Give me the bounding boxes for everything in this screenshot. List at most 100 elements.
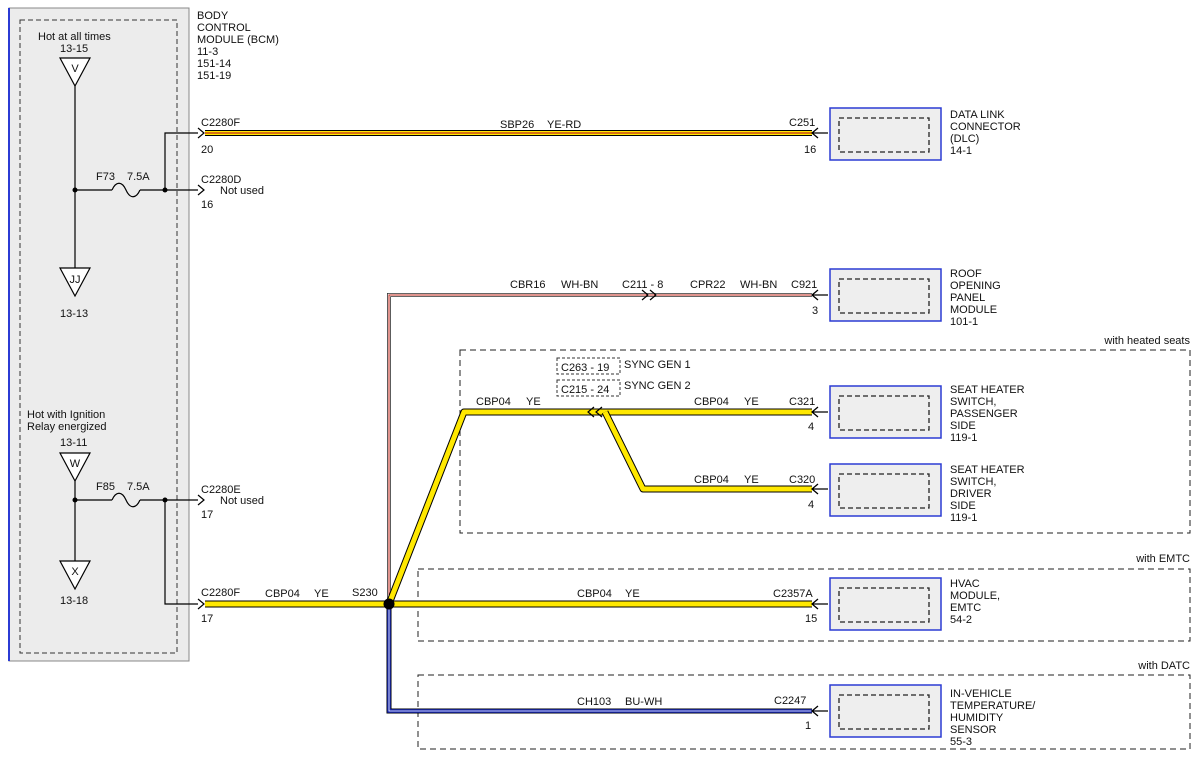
module-dlc-name-1: DATA LINK (950, 109, 1005, 121)
module-hvac-connector: C2357A (773, 588, 813, 600)
wire-cbp04-pass-circuit: CBP04 (694, 396, 729, 408)
wire-cbp04-drv-color: YE (744, 474, 759, 486)
module-roof-ref: 101-1 (950, 316, 978, 328)
module-seat-pass-connector: C321 (789, 396, 815, 408)
module-sensor-name-4: SENSOR (950, 724, 997, 736)
module-dlc-connector: C251 (789, 117, 815, 129)
fuse-f73-rating: 7.5A (127, 171, 150, 183)
fuse-f85-id: F85 (96, 481, 115, 493)
module-hvac-ref: 54-2 (950, 614, 972, 626)
splice-s230 (383, 598, 395, 610)
bcm-ref-3: 151-19 (197, 70, 231, 82)
source-v-triangle (58, 57, 92, 88)
module-roof-pin: 3 (812, 305, 818, 317)
module-seat-pass-ref: 119-1 (950, 432, 977, 444)
bcm-body (8, 7, 190, 662)
sync-gen1-label: SYNC GEN 1 (624, 359, 691, 371)
wire-cbp04-hvac-color: YE (625, 588, 640, 600)
module-seat-drv-ref: 119-1 (950, 512, 977, 524)
arrow-c2280f-20 (197, 127, 205, 139)
module-seat-heater-driver (810, 463, 942, 517)
module-sensor-pin: 1 (805, 720, 811, 732)
bcm-title-1: BODY (197, 10, 229, 22)
wire-f73-up (164, 132, 198, 190)
wire-ch103-circuit: CH103 (577, 696, 611, 708)
wire-cbp04-seat-color: YE (526, 396, 541, 408)
arrow-c2280f-17 (197, 598, 205, 610)
module-roof-name-2: OPENING (950, 280, 1001, 292)
source-x-ref: 13-18 (60, 595, 88, 607)
module-sensor-connector: C2247 (774, 695, 806, 707)
inline-connector-c211: C211 - 8 (622, 279, 663, 291)
module-dlc (810, 107, 942, 161)
option-label-heated-seats: with heated seats (1103, 335, 1190, 347)
module-seat-pass-name-4: SIDE (950, 420, 976, 432)
pin-c2280f-17-pin: 17 (201, 613, 213, 625)
sync-gen2-id: C215 - 24 (561, 384, 609, 396)
bcm-ref-1: 11-3 (197, 46, 218, 58)
bcm-inner-dashed (19, 19, 178, 654)
sync-gen2-box (556, 379, 621, 397)
module-seat-drv-connector: C320 (789, 474, 815, 486)
fuse-f85-rating: 7.5A (127, 481, 150, 493)
module-sensor-ref: 55-3 (950, 736, 972, 748)
module-hvac-name-3: EMTC (950, 602, 981, 614)
module-seat-drv-name-4: SIDE (950, 500, 976, 512)
bcm-module (8, 7, 190, 662)
wire-sbp26-color: YE-RD (547, 119, 581, 131)
source-x-triangle (58, 560, 92, 591)
wire-cbp04-bcm-circuit: CBP04 (265, 588, 300, 600)
pin-c2280e-pin: 17 (201, 509, 213, 521)
option-label-datc: with DATC (1137, 660, 1190, 672)
wire-ch103-color: BU-WH (625, 696, 662, 708)
source-jj-triangle (58, 267, 92, 298)
module-seat-drv-pin: 4 (808, 499, 814, 511)
pin-c2280e-note: Not used (220, 495, 264, 507)
module-seat-pass-pin: 4 (808, 421, 814, 433)
pin-c2280d-note: Not used (220, 185, 264, 197)
bcm-title-3: MODULE (BCM) (197, 34, 279, 46)
source-v-ref: 13-15 (60, 43, 88, 55)
module-seat-pass-name-3: PASSENGER (950, 408, 1018, 420)
pin-c2280f-17-connector: C2280F (201, 587, 240, 599)
module-seat-drv-name-3: DRIVER (950, 488, 992, 500)
module-roof-name-4: MODULE (950, 304, 997, 316)
module-dlc-ref: 14-1 (950, 145, 972, 157)
module-hvac-emtc (810, 577, 942, 631)
pin-c2280d-connector: C2280D (201, 174, 241, 186)
wire-ch103 (386, 604, 812, 714)
sync-gen1-box (556, 357, 621, 375)
wire-sbp26-circuit: SBP26 (500, 119, 534, 131)
fuse-f85-icon (111, 492, 141, 508)
splice-s230-label: S230 (352, 587, 378, 599)
inline-connector-c211-symbol (641, 289, 657, 301)
module-seat-heater-passenger (810, 385, 942, 439)
pin-c2280e-connector: C2280E (201, 484, 241, 496)
fuse-f73-icon (111, 182, 141, 198)
module-dlc-name-3: (DLC) (950, 133, 979, 145)
source-v-letter: V (71, 63, 79, 75)
sync-inline-symbol (587, 406, 603, 418)
module-hvac-name-1: HVAC (950, 578, 980, 590)
option-label-emtc: with EMTC (1135, 553, 1190, 565)
wire-cbp04-bcm-color: YE (314, 588, 329, 600)
fuse-f73-id: F73 (96, 171, 115, 183)
source-x-letter: X (71, 566, 79, 578)
sync-gen1-id: C263 - 19 (561, 362, 609, 374)
wire-cbp04-seat (385, 408, 812, 606)
source-w-letter: W (70, 458, 81, 470)
wire-f85-down (164, 500, 198, 605)
module-sensor-name-2: TEMPERATURE/ (950, 700, 1036, 712)
module-dlc-pin: 16 (804, 144, 816, 156)
wire-cpr22-color: WH-BN (740, 279, 777, 291)
pin-c2280f-20-connector: C2280F (201, 117, 240, 129)
hot-ignition-label-1: Hot with Ignition (27, 409, 105, 421)
module-sensor-name-1: IN-VEHICLE (950, 688, 1012, 700)
arrow-c2280e-17 (197, 494, 205, 506)
pin-c2280f-20-pin: 20 (201, 144, 213, 156)
wire-cbp04-seat-circuit: CBP04 (476, 396, 511, 408)
source-jj-letter: JJ (70, 274, 81, 286)
source-w-ref: 13-11 (60, 437, 87, 449)
module-hvac-name-2: MODULE, (950, 590, 1000, 602)
